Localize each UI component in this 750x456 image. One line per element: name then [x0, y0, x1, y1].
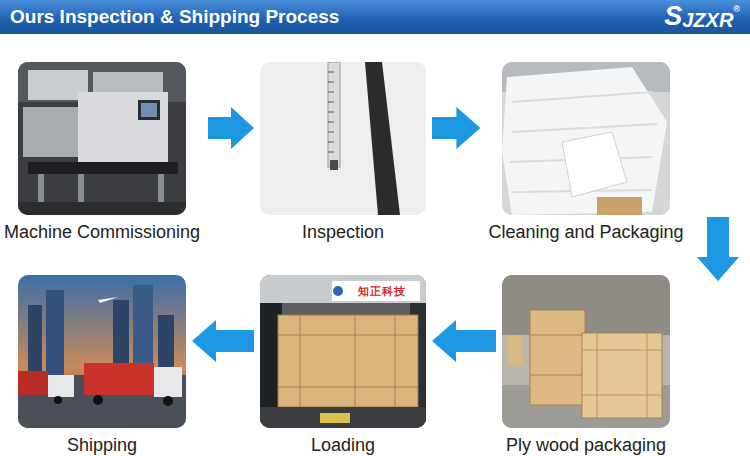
step-caption: Shipping	[67, 435, 137, 456]
logo-text: ®	[733, 5, 740, 14]
step-caption: Ply wood packaging	[506, 435, 666, 456]
logo: SJZXR®	[664, 1, 740, 32]
flow-arrow	[432, 320, 496, 362]
step-caption: Loading	[311, 435, 375, 456]
sign-text: 知正科技	[358, 284, 406, 299]
process-step: Machine Commissioning	[2, 62, 202, 247]
flow-arrow	[432, 107, 480, 149]
process-step: Inspection	[260, 62, 426, 247]
step-photo	[502, 62, 670, 215]
logo-text: JZXR	[682, 10, 733, 30]
flow-arrow	[697, 217, 739, 281]
flow-arrow	[192, 320, 254, 362]
step-photo	[502, 275, 670, 428]
process-step: Loading	[260, 275, 426, 456]
step-photo	[260, 275, 426, 428]
logo-text: S	[664, 1, 682, 32]
step-photo	[260, 62, 426, 215]
page-title: Ours Inspection & Shipping Process	[10, 6, 339, 28]
step-caption: Cleaning and Packaging	[488, 222, 683, 243]
process-step: Ply wood packaging	[502, 275, 670, 456]
process-step: Cleaning and Packaging	[486, 62, 685, 247]
step-caption: Machine Commissioning	[4, 222, 200, 243]
step-caption: Inspection	[302, 222, 384, 243]
process-step: Shipping	[18, 275, 186, 456]
step-photo	[18, 275, 186, 428]
flow-arrow	[208, 107, 254, 149]
step-photo	[18, 62, 186, 215]
